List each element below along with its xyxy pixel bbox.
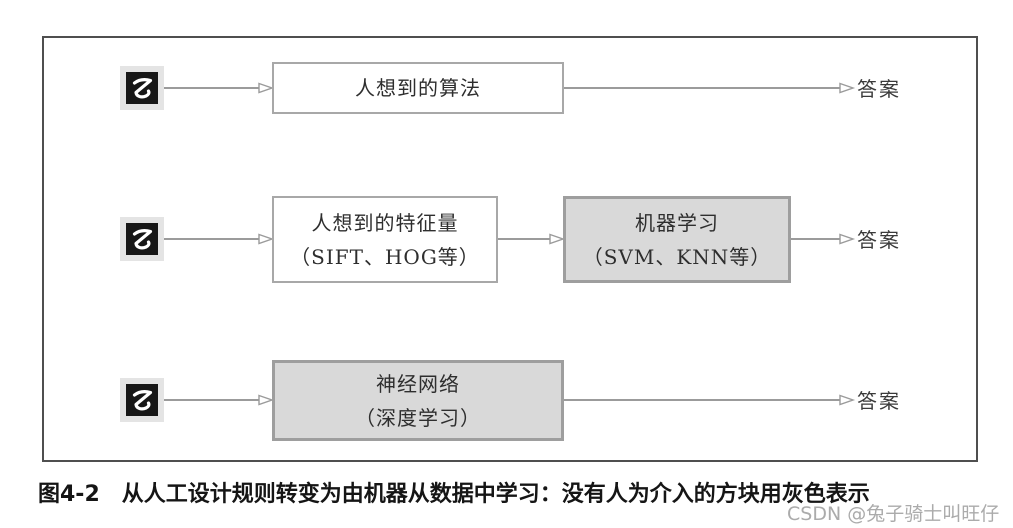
handwritten-digit-5-icon <box>126 223 158 255</box>
box-line: （深度学习） <box>355 405 481 430</box>
box-line: 机器学习 <box>635 210 719 235</box>
input-image-row3 <box>120 378 164 422</box>
input-image-row1 <box>120 66 164 110</box>
answer-label-row2: 答案 <box>857 227 901 252</box>
csdn-watermark: CSDN @兔子骑士叫旺仔 <box>787 503 1000 525</box>
answer-label-row1: 答案 <box>857 76 901 101</box>
figure-number: 图4-2 <box>38 482 100 507</box>
box-line: （SVM、KNN等） <box>582 244 772 269</box>
box-machine-learning: 机器学习 （SVM、KNN等） <box>563 196 791 283</box>
handwritten-digit-5-icon <box>126 384 158 416</box>
box-line: 人想到的算法 <box>355 76 481 100</box>
box-neural-network: 神经网络 （深度学习） <box>272 360 564 441</box>
answer-label-row3: 答案 <box>857 388 901 413</box>
figure-caption: 图4-2 从人工设计规则转变为由机器从数据中学习：没有人为介入的方块用灰色表示 <box>38 476 870 508</box>
box-line: （SIFT、HOG等） <box>290 244 480 269</box>
box-human-algorithm: 人想到的算法 <box>272 62 564 114</box>
box-line: 人想到的特征量 <box>311 210 459 235</box>
box-human-features: 人想到的特征量 （SIFT、HOG等） <box>272 196 498 283</box>
box-line: 神经网络 <box>376 371 460 396</box>
handwritten-digit-5-icon <box>126 72 158 104</box>
input-image-row2 <box>120 217 164 261</box>
caption-text: 从人工设计规则转变为由机器从数据中学习：没有人为介入的方块用灰色表示 <box>121 482 870 507</box>
